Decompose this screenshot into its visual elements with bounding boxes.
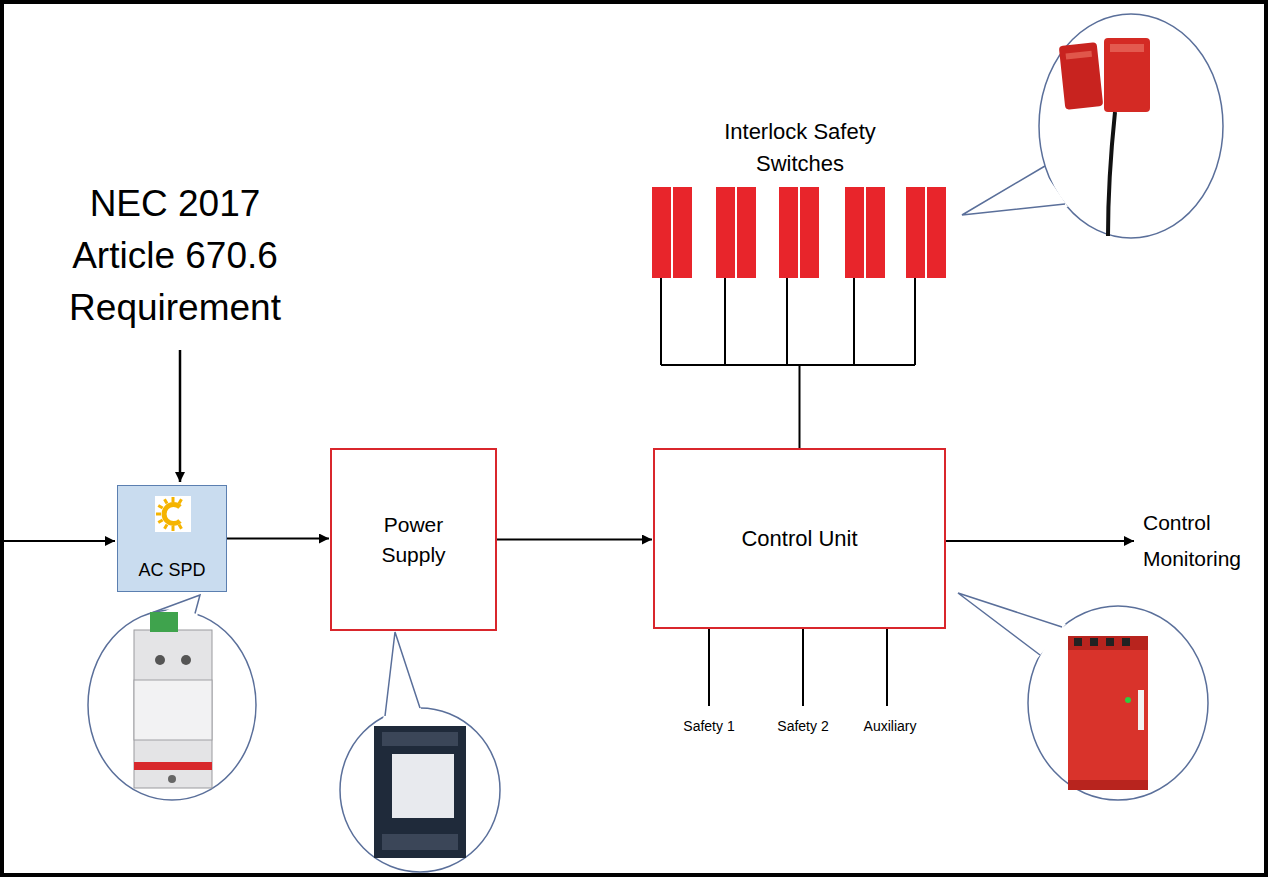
- requirement-note: NEC 2017 Article 670.6 Requirement: [40, 178, 310, 334]
- output-leads: [709, 629, 887, 706]
- node-label: Interlock Safety Switches: [700, 116, 900, 180]
- control-unit-box: Control Unit: [653, 448, 946, 629]
- power-supply-callout: [340, 632, 500, 872]
- signal-name: Auxiliary: [830, 716, 950, 736]
- requirement-arrow: [179, 350, 182, 482]
- connector: [787, 278, 800, 448]
- output-label: Control Monitoring: [1143, 505, 1261, 577]
- node-label: AC SPD: [138, 557, 205, 583]
- node-label: Power Supply: [368, 510, 460, 570]
- signal-name: Safety 1: [649, 716, 769, 736]
- switch-symbols: [652, 187, 946, 278]
- input-arrow: [4, 540, 115, 542]
- switch-group: Interlock Safety Switches: [640, 112, 960, 278]
- spd-callout: [88, 595, 256, 800]
- node-label: Control Unit: [741, 523, 857, 555]
- brand-icon: [153, 494, 193, 534]
- power-supply-box: Power Supply: [330, 448, 497, 631]
- surge-protector-box: AC SPD: [117, 485, 227, 592]
- connector: [227, 538, 329, 540]
- switch-callout: [962, 14, 1223, 238]
- connector: [497, 539, 652, 541]
- signal-name: Safety 2: [743, 716, 863, 736]
- control-unit-callout: [958, 593, 1208, 800]
- output-arrow: [946, 540, 1134, 542]
